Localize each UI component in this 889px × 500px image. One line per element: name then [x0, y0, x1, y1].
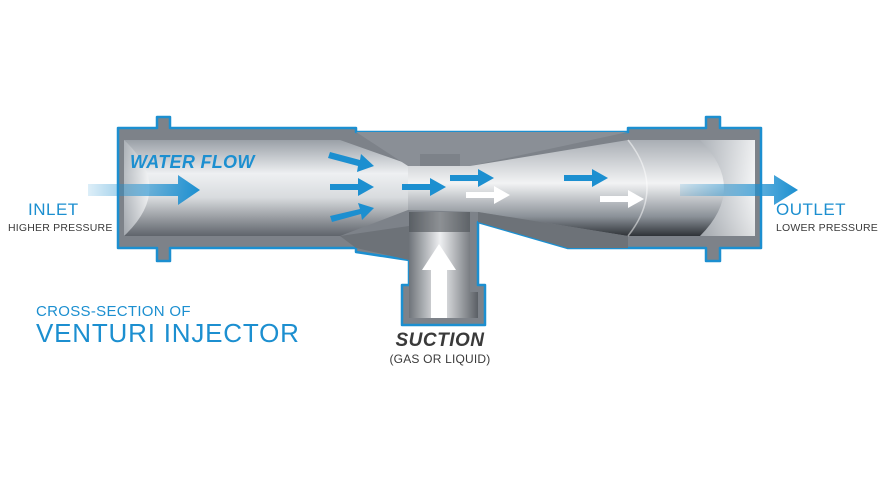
throat-top-wall — [356, 132, 628, 166]
flow-arrow-icon — [330, 203, 374, 222]
inlet-label: INLET — [28, 200, 79, 219]
suction-sublabel: (GAS OR LIQUID) — [389, 352, 491, 366]
outlet-pressure-label: LOWER PRESSURE — [776, 222, 878, 234]
caption-title: VENTURI INJECTOR — [36, 318, 300, 348]
suction-label: SUCTION — [395, 330, 485, 351]
inlet-arrow-icon — [88, 175, 200, 205]
flow-arrow-icon — [600, 190, 644, 208]
diffuser-bottom-wall — [478, 212, 628, 248]
flow-arrow-icon — [330, 178, 374, 196]
inlet-pressure-label: HIGHER PRESSURE — [8, 222, 113, 234]
inlet-bore — [124, 140, 420, 236]
flow-arrows-white — [466, 186, 644, 208]
flow-arrow-icon — [402, 178, 446, 196]
flow-arrow-icon — [450, 169, 494, 187]
outlet-arrow-icon — [680, 175, 798, 205]
suction-arrow-icon — [422, 244, 456, 318]
throat-bore — [408, 140, 755, 236]
water-flow-label: WATER FLOW — [130, 152, 255, 172]
outlet-label: OUTLET — [776, 200, 847, 219]
flow-arrows-blue — [328, 152, 608, 222]
flow-arrow-icon — [328, 152, 374, 172]
caption-line-1: CROSS-SECTION OF — [36, 303, 191, 320]
flow-arrow-icon — [564, 169, 608, 187]
flow-arrow-icon — [466, 186, 510, 204]
